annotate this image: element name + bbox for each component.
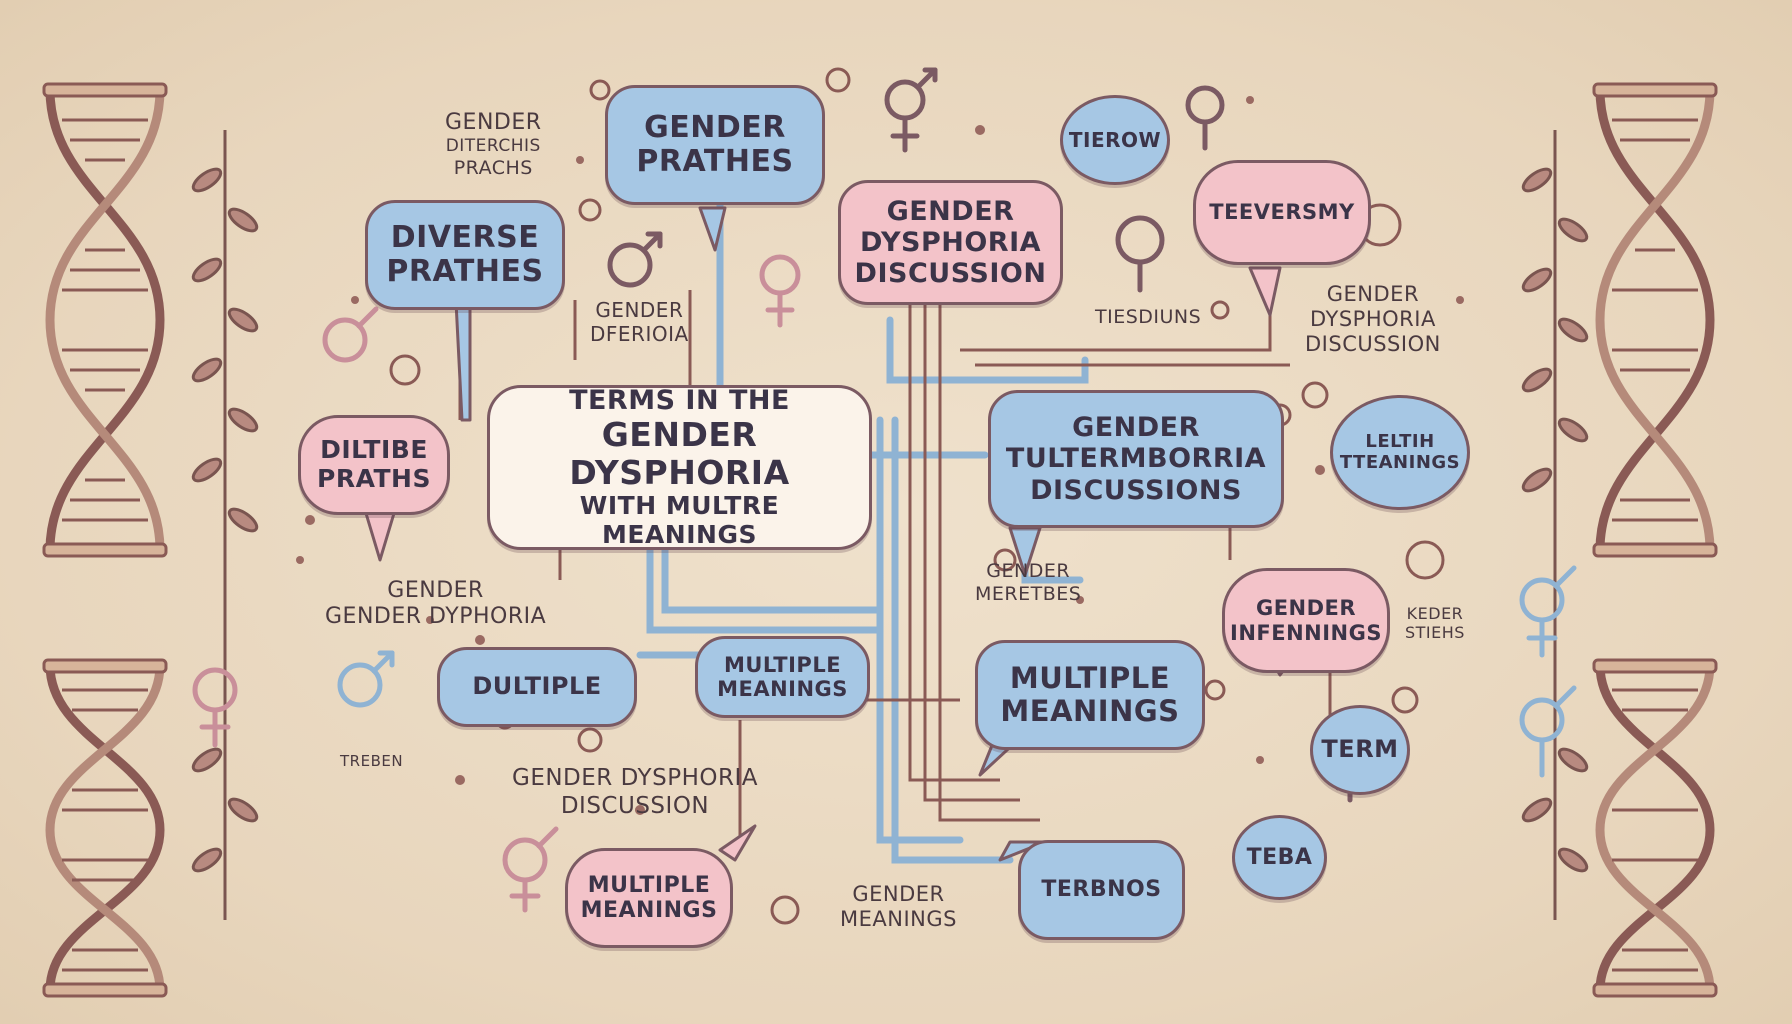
bubble-diltibe-praths: DILTIBE PRATHS xyxy=(298,415,450,515)
label-top-left: GENDER DITERCHIS PRACHS xyxy=(445,110,542,179)
label-left-dysphoria: GENDER GENDER DYPHORIA xyxy=(325,578,547,630)
center-line-2: GENDER DYSPHORIA xyxy=(569,415,790,493)
dna-helix-left-bottom xyxy=(42,658,168,998)
bubble-dysphoria-discussion: GENDER DYSPHORIA DISCUSSION xyxy=(838,180,1063,305)
center-line-3: WITH MULTRE MEANINGS xyxy=(579,491,780,549)
center-line-1: TERMS IN THE xyxy=(569,385,790,417)
bubble-multiple-small: MULTIPLE MEANINGS xyxy=(695,636,870,718)
leaf-sprig-right xyxy=(1521,130,1589,920)
bubble-multiple-right: MULTIPLE MEANINGS xyxy=(975,640,1205,750)
label-bottom-discussion: GENDER DYSPHORIA DISCUSSION xyxy=(512,765,758,819)
label-gender-merebes: GENDER MERETBES xyxy=(975,560,1082,605)
bubble-gender-infennings: GENDER INFENNINGS xyxy=(1222,568,1390,673)
label-right-discussion: GENDER DYSPHORIA DISCUSSION xyxy=(1305,282,1441,357)
dna-helix-right-top xyxy=(1592,82,1718,558)
bubble-dultiple: DULTIPLE xyxy=(437,647,637,727)
bubble-multiple-bottom: MULTIPLE MEANINGS xyxy=(565,848,733,948)
dna-helix-left-top xyxy=(42,82,168,558)
dna-helix-right-bottom xyxy=(1592,658,1718,998)
label-keder-stiehs: KEDER STIEHS xyxy=(1405,604,1465,643)
bubble-leltih: LELTIH TTEANINGS xyxy=(1330,395,1470,510)
label-tiesdiuns: TIESDIUNS xyxy=(1095,306,1202,328)
gender-symbols xyxy=(192,67,1577,913)
center-node: TERMS IN THE GENDER DYSPHORIA WITH MULTR… xyxy=(487,385,872,550)
bubble-diverse-prathes: DIVERSE PRATHES xyxy=(365,200,565,310)
label-gender-dferoia: GENDER DFERIOIA xyxy=(590,298,689,346)
bubble-term: TERM xyxy=(1310,705,1410,795)
bubble-terbnos: TERBNOS xyxy=(1018,840,1185,940)
bubble-teeversmy: TEEVERSMY xyxy=(1193,160,1371,265)
label-treben: TREBEN xyxy=(340,752,404,770)
leaf-sprig-left xyxy=(191,130,259,920)
label-gender-meanings: GENDER MEANINGS xyxy=(840,882,957,932)
bubble-teba: TEBA xyxy=(1232,815,1327,900)
bubble-gender-prathes: GENDER PRATHES xyxy=(605,85,825,205)
bubble-tultermborria: GENDER TULTERMBORRIA DISCUSSIONS xyxy=(988,390,1284,528)
bubble-tierow: TIEROW xyxy=(1060,95,1170,185)
